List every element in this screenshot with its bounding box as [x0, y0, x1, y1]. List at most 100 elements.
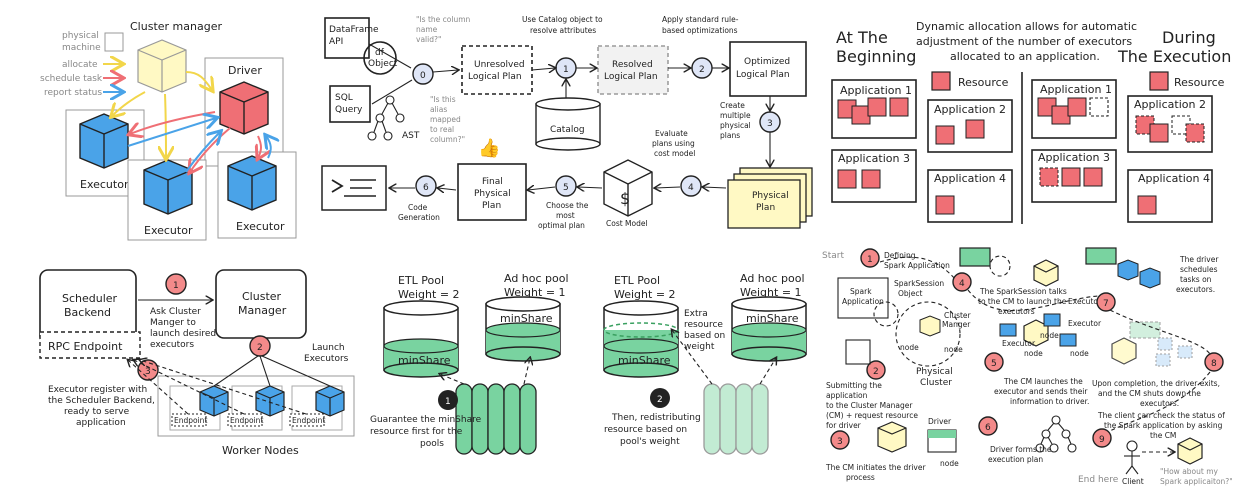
left-app1-label: Application 1 [840, 84, 912, 97]
s1-line-1: Defining [884, 251, 916, 260]
lc-step-9 [1092, 428, 1112, 448]
s8-line-1: Upon completion, the driver exits, [1092, 379, 1220, 388]
endpoint-label-2: Endpoint [230, 416, 263, 425]
s2-line-1: Submitting the [826, 381, 882, 390]
lc-step-5-label: 5 [991, 359, 997, 369]
legend-machine: machine [62, 43, 101, 53]
lc-step-2 [866, 360, 886, 380]
left-app2-res1 [935, 125, 955, 145]
physical-line-1: Physical [752, 191, 789, 201]
spark-app-1: Spark [850, 287, 872, 296]
s2-line-5: for driver [826, 421, 862, 430]
executor-cluster-lc [999, 313, 1077, 347]
s8-line-3: executors. [1140, 399, 1179, 408]
right-app1-label: Application 1 [1040, 83, 1112, 96]
left-app4-res1 [935, 195, 955, 215]
left-app3-label: Application 3 [838, 152, 910, 165]
allocate-arrow-exec1 [112, 91, 146, 116]
left-app2-box [927, 99, 1013, 153]
physical-cluster-circle [895, 301, 961, 367]
rule-note-1: Apply standard rule- [662, 15, 739, 24]
session-circle-lc [989, 255, 1011, 277]
codegen-1: Code [408, 203, 428, 212]
left-app1-res3 [867, 97, 887, 117]
spark-app-2: Application [842, 297, 884, 306]
left-title-2: Beginning [836, 47, 916, 66]
right-title-2: The Execution [1117, 47, 1231, 66]
choose-3: optimal plan [538, 221, 585, 230]
rpc-endpoint-box [39, 331, 141, 359]
etl-pool-2b: Weight = 2 [614, 288, 676, 301]
scheduler-line-2: Backend [64, 306, 111, 319]
etl-minshare-2: minShare [618, 354, 671, 367]
api-label: API [329, 37, 343, 47]
question-2-line-1: "Is this [430, 95, 456, 104]
flow-cost-to-5 [578, 187, 603, 188]
step-0-label: 0 [420, 71, 426, 81]
unresolved-line-1: Unresolved [474, 60, 525, 70]
right-app2-box [1127, 95, 1213, 153]
physical-line-2: Plan [756, 203, 775, 213]
report-arrow-exec3 [266, 136, 271, 159]
endpoint-box-3 [289, 413, 325, 427]
adhoc-pool-cylinder-2 [731, 296, 807, 362]
step-3-label: 3 [767, 119, 773, 129]
right-app3-res1 [1039, 167, 1059, 187]
catalog-label: Catalog [550, 125, 585, 135]
center-title-2: adjustment of the number of executors [916, 35, 1132, 48]
center-title-1: Dynamic allocation allows for automatic [916, 20, 1137, 33]
step2-text-2: resource based on [604, 425, 687, 435]
schedule-arrow-exec2 [190, 127, 231, 172]
node-lc-3: node [1024, 349, 1043, 358]
choose-1: Choose the [546, 201, 589, 210]
s7-line-3: tasks on [1180, 275, 1212, 284]
executor-lc-1: Executor [1068, 297, 1102, 306]
flow-0-to-unresolved [432, 70, 458, 72]
executor-cube-icon-2 [143, 159, 193, 215]
extra-1: Extra [684, 309, 708, 319]
left-app3-res2 [861, 169, 881, 189]
step-2-label: 2 [699, 65, 705, 75]
s4-line-3: executors [998, 307, 1035, 316]
extra-4: weight [684, 342, 715, 352]
query-label: Query [335, 105, 363, 115]
panel-dynamic-allocation: At The Beginning During The Execution Dy… [831, 20, 1231, 224]
final-line-3: Plan [482, 201, 501, 211]
question-2-line-4: to real [430, 125, 454, 134]
legend-machine-icon [104, 32, 124, 52]
end-label: End here [1078, 475, 1119, 485]
executor-label-3: Executor [236, 220, 285, 233]
left-app3-res1 [837, 169, 857, 189]
lc-step-3 [830, 430, 850, 450]
etl-pool-1a: ETL Pool [398, 274, 444, 287]
ask-line-1: "How about my [1160, 467, 1219, 476]
unresolved-line-2: Logical Plan [468, 72, 522, 82]
rule-note-2: based optimizations [662, 26, 738, 35]
p4-step-2-label: 2 [257, 343, 263, 353]
cm-2: Manger [942, 320, 971, 329]
left-app2-label: Application 2 [934, 103, 1006, 116]
lc-step-8 [1204, 352, 1224, 372]
cluster-line-1: Cluster [242, 290, 282, 303]
spark-session-circle [873, 301, 899, 327]
etl-pool-1b: Weight = 2 [398, 288, 460, 301]
lc-step-8-label: 8 [1211, 359, 1217, 369]
create-plans-1: Create [720, 101, 745, 110]
lc-step-2-label: 2 [873, 367, 879, 377]
create-plans-4: plans [720, 131, 740, 140]
flow-sql-to-0 [371, 79, 413, 105]
step-5-label: 5 [563, 183, 569, 193]
client-person-icon [1124, 440, 1140, 475]
lc-step-4-label: 4 [959, 279, 965, 289]
node-lc-2: node [1070, 349, 1089, 358]
p5-step-1-badge [438, 390, 458, 410]
question-2-line-2: alias [430, 105, 447, 114]
evaluate-3: cost model [654, 149, 695, 158]
executor-label-1: Executor [80, 178, 129, 191]
rpc-endpoint-label: RPC Endpoint [48, 340, 123, 353]
s9-line-2: the Spark application by asking [1104, 421, 1223, 430]
shutdown-icon [1111, 321, 1193, 367]
node-2: node [944, 345, 963, 354]
legend-schedule: schedule task [40, 74, 103, 84]
question-1-line-2: name [416, 25, 438, 34]
